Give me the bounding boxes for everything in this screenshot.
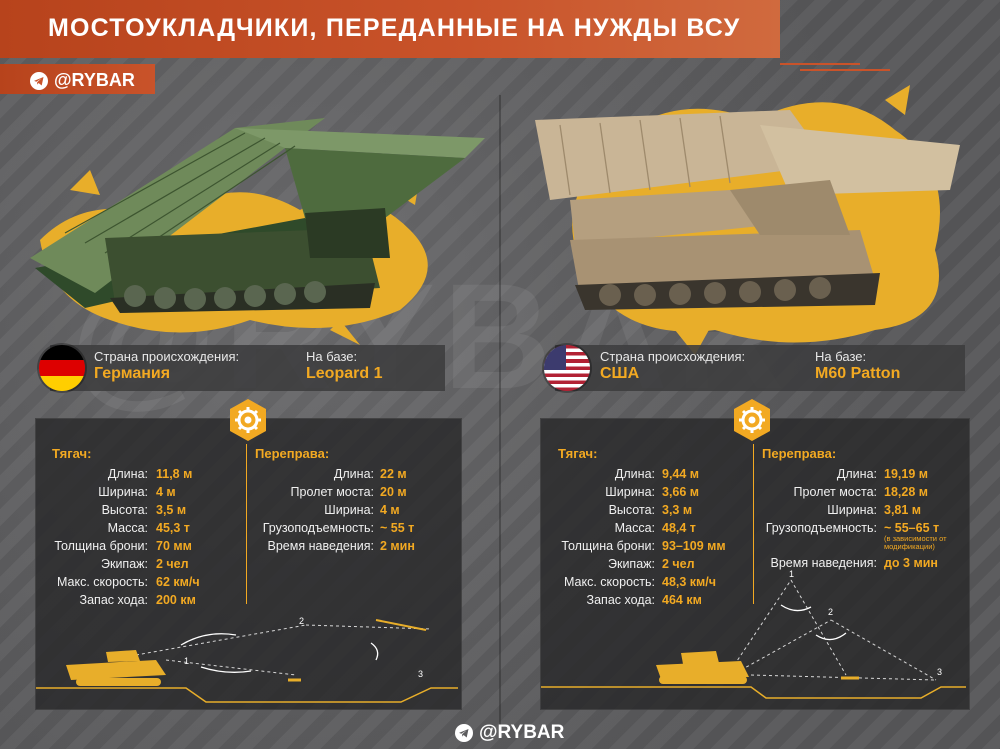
page-title: МОСТОУКЛАДЧИКИ, ПЕРЕДАННЫЕ НА НУЖДЫ ВСУ bbox=[48, 14, 741, 42]
spec-label: Ширина: bbox=[827, 503, 877, 517]
brand-link[interactable]: @RYBAR bbox=[30, 70, 135, 91]
right-base-value: M60 Patton bbox=[815, 365, 901, 382]
left-base-value: Leopard 1 bbox=[306, 365, 383, 382]
spec-label: Длина: bbox=[333, 467, 374, 481]
spec-label: Время наведения: bbox=[267, 539, 374, 553]
spec-value: 464 км bbox=[662, 593, 702, 607]
spec-value: 18,28 м bbox=[884, 485, 929, 499]
spec-label: Длина: bbox=[614, 467, 655, 481]
brand-bar: @RYBAR bbox=[0, 64, 155, 94]
footer-brand[interactable]: @RYBAR bbox=[455, 722, 564, 744]
right-deployment-diagram: 1 2 3 bbox=[541, 569, 966, 699]
spec-label: Масса: bbox=[614, 521, 655, 535]
left-deployment-diagram: 1 2 3 bbox=[36, 616, 458, 703]
right-tractor-title: Тягач: bbox=[558, 446, 598, 461]
right-crossing-title: Переправа: bbox=[762, 446, 837, 461]
spec-value: до 3 мин bbox=[884, 556, 938, 570]
spec-value: 200 км bbox=[156, 593, 196, 607]
spec-label: Пролет моста: bbox=[290, 485, 374, 499]
spec-label: Грузоподъемность: bbox=[262, 521, 374, 535]
spec-value: 9,44 м bbox=[662, 467, 700, 481]
spec-label: Пролет моста: bbox=[793, 485, 877, 499]
spec-label: Время наведения: bbox=[770, 556, 877, 570]
biber-vehicle-image bbox=[30, 118, 485, 313]
telegram-icon bbox=[30, 71, 48, 90]
spec-value: 3,5 м bbox=[156, 503, 187, 517]
spec-label: Масса: bbox=[107, 521, 148, 535]
spec-label: Толщина брони: bbox=[561, 539, 655, 553]
diagram-step-label: 3 bbox=[418, 669, 423, 679]
spec-value: 11,8 м bbox=[156, 467, 193, 481]
spec-label: Ширина: bbox=[324, 503, 374, 517]
spec-label: Ширина: bbox=[605, 485, 655, 499]
telegram-icon bbox=[455, 724, 473, 742]
spec-value: 70 мм bbox=[156, 539, 192, 553]
gear-icon bbox=[230, 399, 266, 441]
avlb-vehicle-image bbox=[535, 110, 960, 310]
diagram-step-label: 1 bbox=[789, 569, 794, 579]
gear-icon bbox=[734, 399, 770, 441]
spec-value: 22 м bbox=[380, 467, 407, 481]
spec-label: Грузоподъемность: bbox=[765, 521, 877, 535]
usa-flag-icon bbox=[544, 345, 590, 391]
spec-label: Макс. скорость: bbox=[57, 575, 148, 589]
right-base-label: На базе: bbox=[815, 349, 867, 364]
spec-label: Экипаж: bbox=[608, 557, 655, 571]
spec-label: Толщина брони: bbox=[54, 539, 148, 553]
spec-value: 3,81 м bbox=[884, 503, 922, 517]
left-column-divider bbox=[246, 444, 247, 604]
left-origin-value: Германия bbox=[94, 365, 171, 382]
diagram-step-label: 2 bbox=[299, 616, 304, 626]
right-spec-panel bbox=[540, 418, 970, 710]
spec-value: 2 чел bbox=[156, 557, 189, 571]
spec-value: 48,3 км/ч bbox=[662, 575, 717, 589]
left-base-label: На базе: bbox=[306, 349, 358, 364]
spec-label: Высота: bbox=[608, 503, 655, 517]
brand-name: @RYBAR bbox=[54, 70, 135, 90]
spec-value: 93–109 мм bbox=[662, 539, 726, 553]
spec-label: Экипаж: bbox=[101, 557, 148, 571]
spec-value: 3,66 м bbox=[662, 485, 700, 499]
spec-label: Макс. скорость: bbox=[564, 575, 655, 589]
spec-label: Высота: bbox=[101, 503, 148, 517]
left-tractor-title: Тягач: bbox=[52, 446, 92, 461]
left-crossing-title: Переправа: bbox=[255, 446, 330, 461]
spec-value: 3,3 м bbox=[662, 503, 693, 517]
diagram-step-label: 1 bbox=[184, 656, 189, 666]
spec-label: Запас хода: bbox=[586, 593, 655, 607]
germany-flag-icon bbox=[39, 345, 85, 391]
spec-value: 62 км/ч bbox=[156, 575, 200, 589]
spec-label: Длина: bbox=[836, 467, 877, 481]
spec-label: Длина: bbox=[107, 467, 148, 481]
load-capacity-note: (в зависимости от модификации) bbox=[884, 534, 947, 551]
spec-label: Запас хода: bbox=[79, 593, 148, 607]
spec-value: 4 м bbox=[380, 503, 400, 517]
spec-value: ~ 55 т bbox=[380, 521, 415, 535]
right-origin-label: Страна происхождения: bbox=[600, 349, 746, 364]
right-origin-value: США bbox=[600, 365, 640, 382]
spec-value: 20 м bbox=[380, 485, 407, 499]
right-column-divider bbox=[753, 444, 754, 604]
footer-brand-name: @RYBAR bbox=[479, 722, 565, 743]
left-origin-band bbox=[50, 345, 445, 391]
spec-value: ~ 55–65 т bbox=[884, 521, 940, 535]
spec-value: 2 мин bbox=[380, 539, 415, 553]
header-accent-lines bbox=[780, 63, 890, 71]
spec-value: 4 м bbox=[156, 485, 176, 499]
spec-value: 45,3 т bbox=[156, 521, 190, 535]
spec-value: 2 чел bbox=[662, 557, 695, 571]
header-banner: МОСТОУКЛАДЧИКИ, ПЕРЕДАННЫЕ НА НУЖДЫ ВСУ bbox=[0, 0, 780, 58]
center-divider bbox=[499, 95, 501, 725]
right-origin-band bbox=[555, 345, 965, 391]
left-origin-label: Страна происхождения: bbox=[94, 349, 240, 364]
spec-label: Ширина: bbox=[98, 485, 148, 499]
diagram-step-label: 2 bbox=[828, 607, 833, 617]
diagram-step-label: 3 bbox=[937, 667, 942, 677]
spec-value: 19,19 м bbox=[884, 467, 929, 481]
spec-value: 48,4 т bbox=[662, 521, 696, 535]
left-spec-panel bbox=[35, 418, 462, 710]
